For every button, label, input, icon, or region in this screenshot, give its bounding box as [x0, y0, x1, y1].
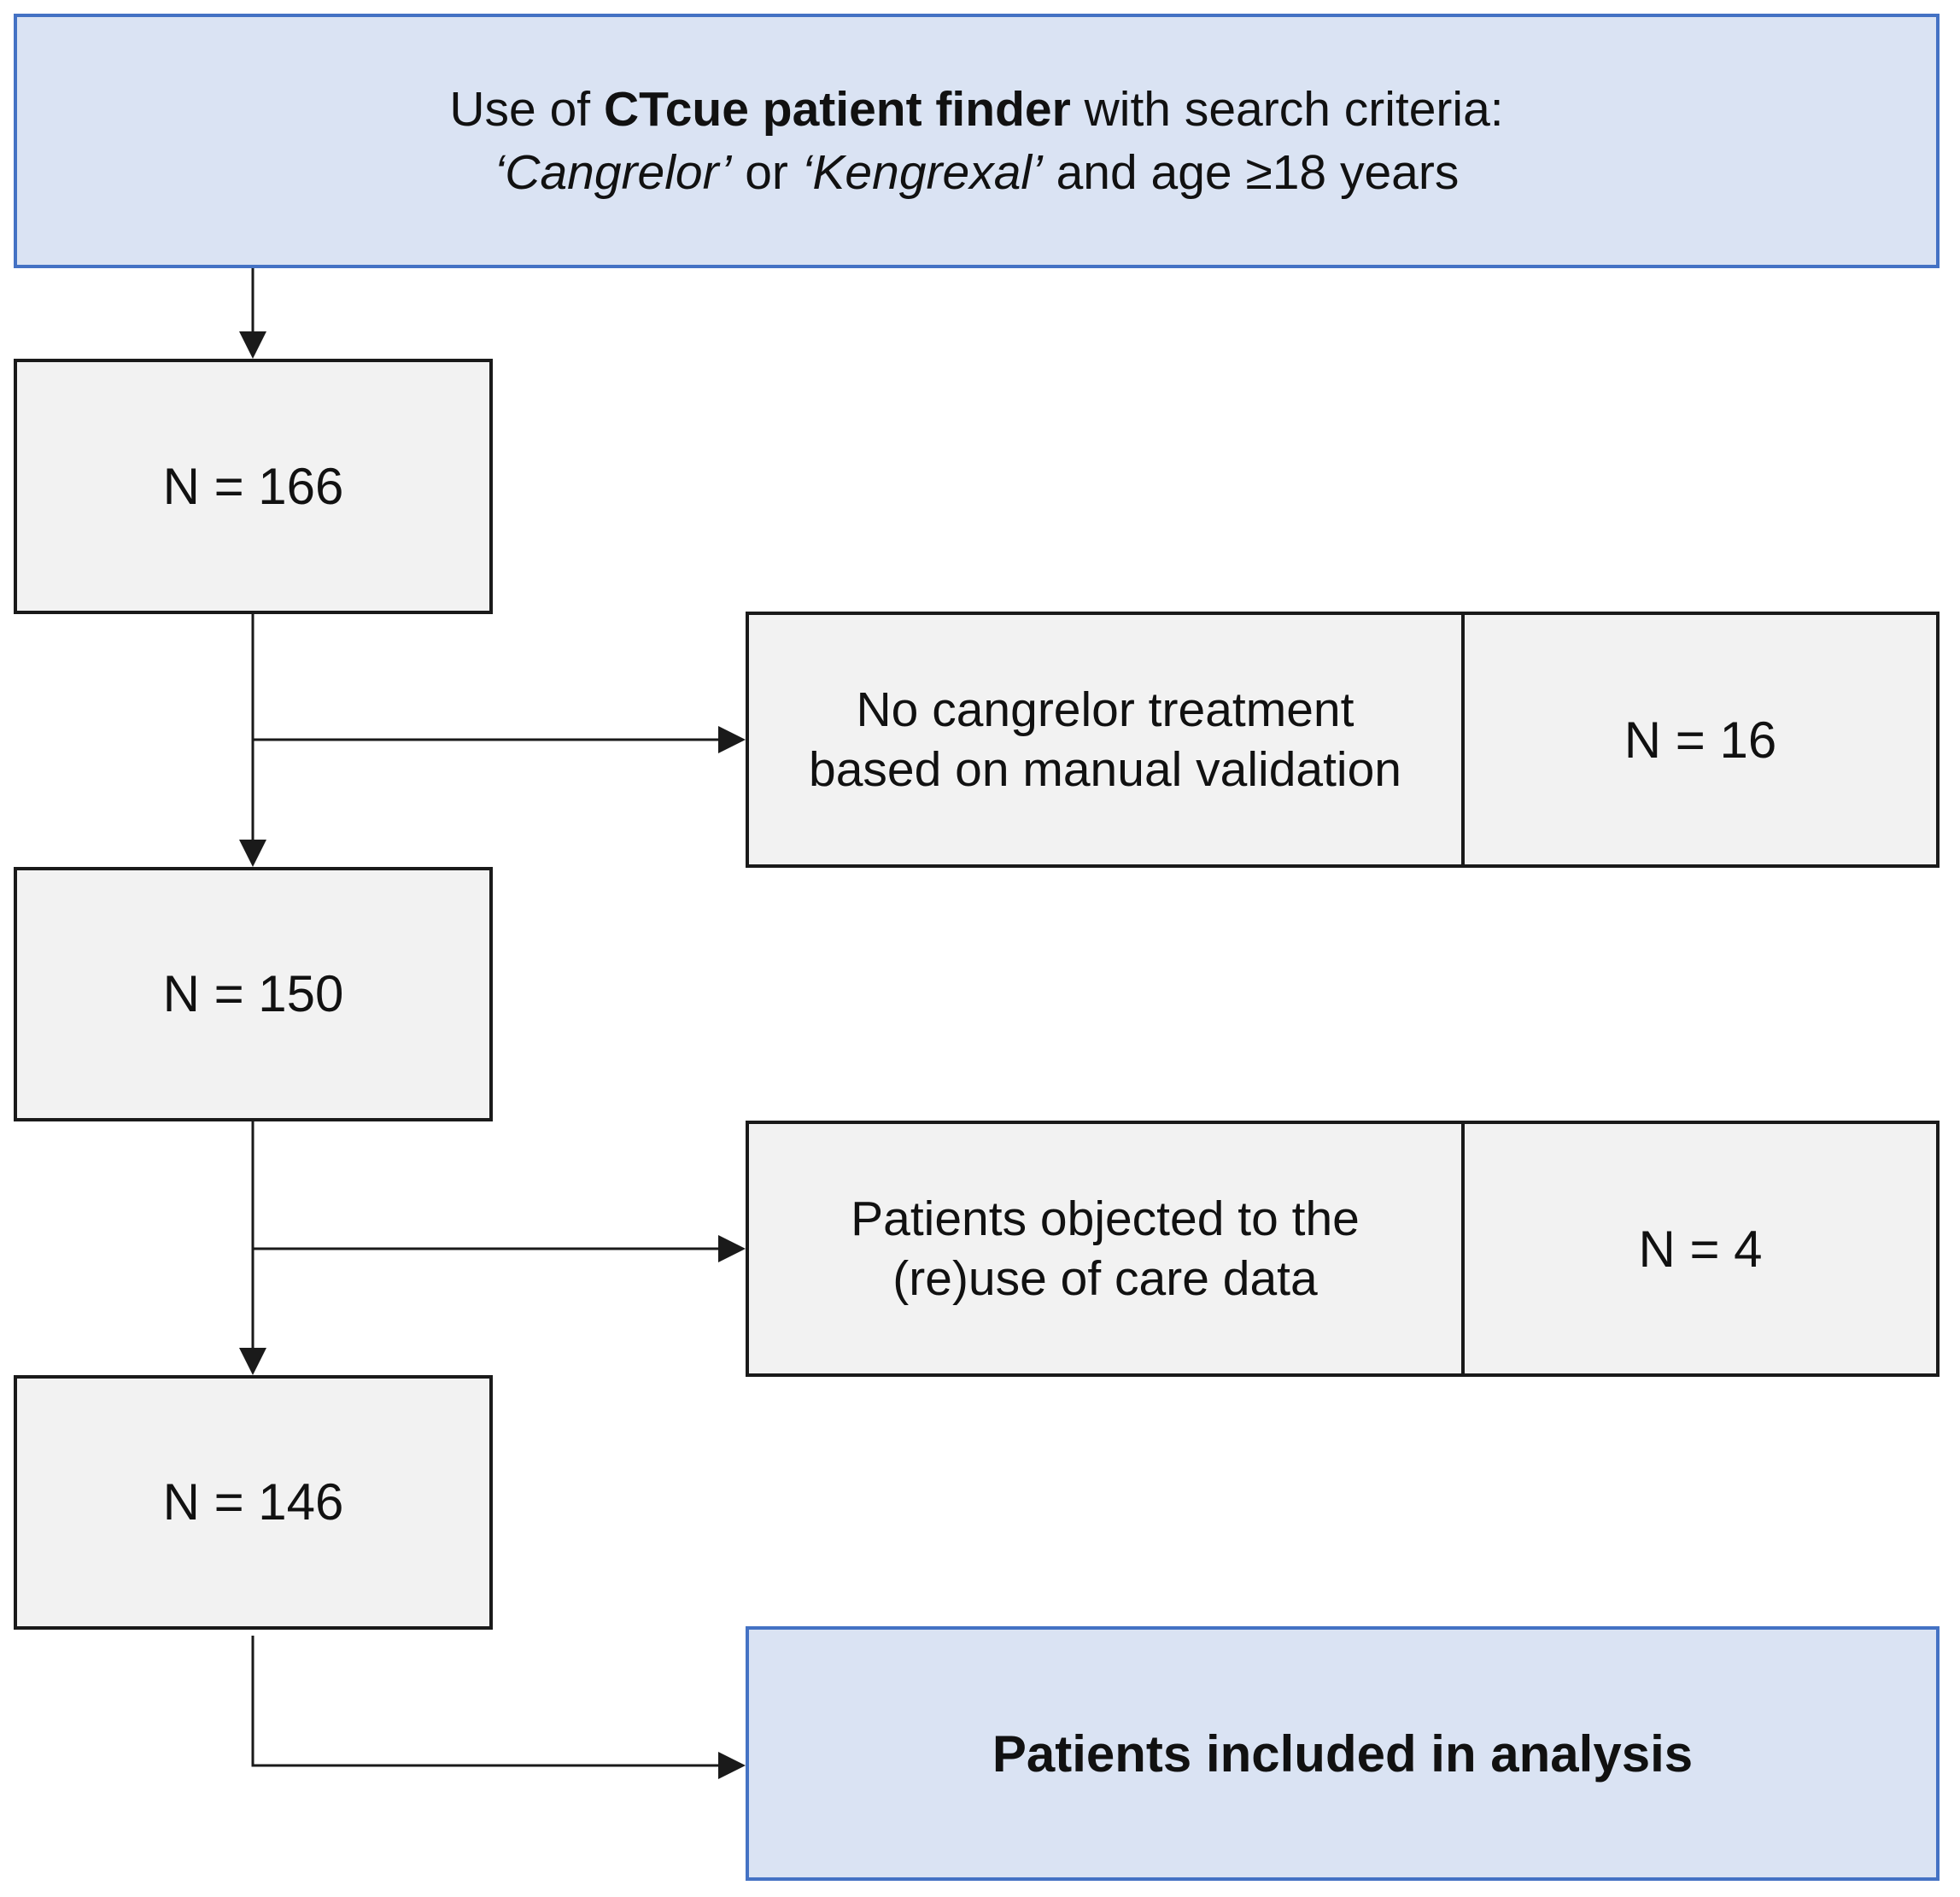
arrowhead-title-to-count-1 — [239, 331, 266, 359]
arrowhead-exclusion-1 — [718, 726, 746, 753]
search-criteria-prefix: Use of — [449, 82, 604, 137]
exclusion-reason: Patients objected to the (re)use of care… — [749, 1124, 1465, 1373]
search-term-or: or — [731, 145, 802, 200]
count-box-150: N = 150 — [14, 867, 493, 1121]
included-patients-label: Patients included in analysis — [992, 1724, 1694, 1783]
exclusion-box-no-treatment: No cangrelor treatment based on manual v… — [746, 612, 1940, 868]
exclusion-count: N = 16 — [1624, 711, 1777, 769]
count-label: N = 150 — [162, 965, 344, 1022]
count-box-146: N = 146 — [14, 1375, 493, 1630]
count-label: N = 166 — [162, 457, 344, 515]
search-criteria-suffix: with search criteria: — [1070, 82, 1504, 137]
age-criterion: and age ≥18 years — [1042, 145, 1460, 200]
arrowhead-exclusion-2 — [718, 1235, 746, 1262]
arrowhead-count-1-to-count-2 — [239, 840, 266, 867]
search-term-kengrexal: ‘Kengrexal’ — [801, 145, 1043, 200]
search-criteria-line-1: Use of CTcue patient finder with search … — [449, 78, 1503, 141]
arrowhead-count-2-to-count-3 — [239, 1348, 266, 1375]
search-term-cangrelor: ‘Cangrelor’ — [494, 145, 732, 200]
search-criteria-box: Use of CTcue patient finder with search … — [14, 14, 1940, 268]
included-patients-box: Patients included in analysis — [746, 1626, 1940, 1881]
exclusion-count: N = 4 — [1638, 1220, 1763, 1278]
search-criteria-line-2: ‘Cangrelor’ or ‘Kengrexal’ and age ≥18 y… — [494, 141, 1460, 204]
count-label: N = 146 — [162, 1473, 344, 1531]
arrow-count-3-to-final — [251, 1636, 720, 1767]
exclusion-reason: No cangrelor treatment based on manual v… — [749, 615, 1465, 864]
arrowhead-final — [718, 1752, 746, 1779]
count-box-166: N = 166 — [14, 359, 493, 614]
exclusion-box-objected: Patients objected to the (re)use of care… — [746, 1121, 1940, 1377]
tool-name: CTcue patient finder — [603, 82, 1071, 137]
